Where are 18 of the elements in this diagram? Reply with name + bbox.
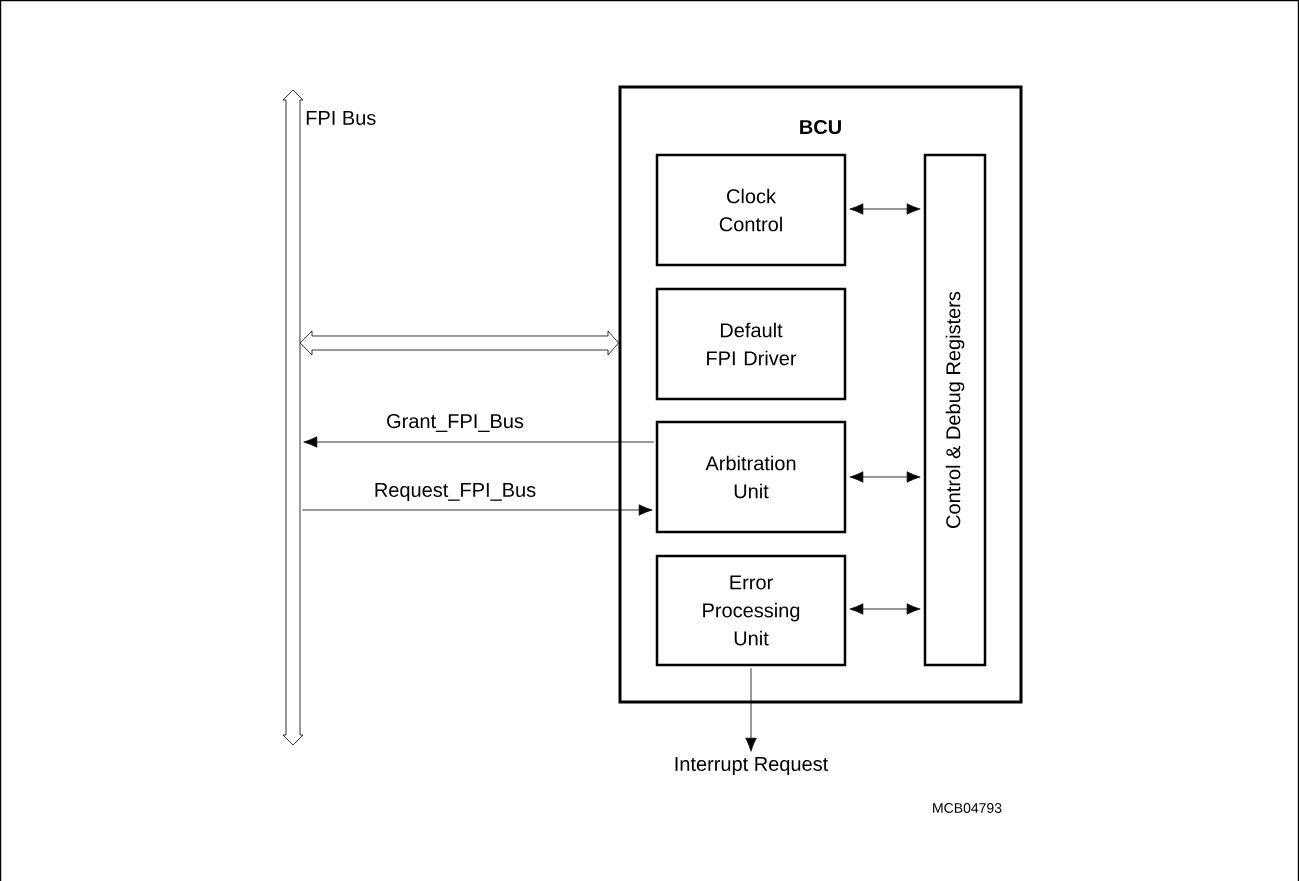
block-box: Clock Control [655, 153, 847, 267]
register-bar: Control & Debug Registers [923, 153, 987, 667]
block-box: Default FPI Driver [655, 287, 847, 401]
arrow [745, 667, 757, 752]
block-title: BCU [800, 119, 841, 135]
arrow [849, 203, 921, 215]
block-box: Error Processing Unit [655, 554, 847, 667]
bus-label: FPI Bus [306, 111, 376, 125]
block-box: Arbitration Unit [655, 420, 847, 534]
figure-code: MCB04793 [933, 803, 1002, 813]
edge-label: Request_FPI_Bus [372, 482, 538, 502]
arrow [303, 436, 655, 448]
signal-label: Interrupt Request [675, 757, 829, 775]
bus-arrow [299, 330, 619, 356]
arrow [301, 504, 653, 516]
arrow [849, 471, 921, 483]
arrow [849, 603, 921, 615]
edge-label: Grant_FPI_Bus [385, 413, 525, 433]
